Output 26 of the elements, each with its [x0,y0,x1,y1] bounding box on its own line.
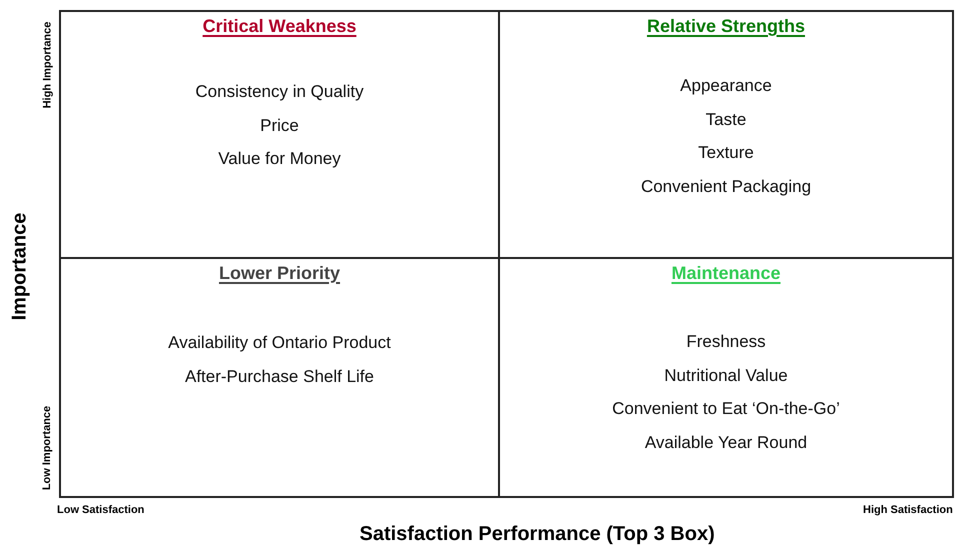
attribute-text: Nutritional Value [664,366,788,384]
quadrant-heading: Relative Strengths [646,16,806,36]
attribute-text: Availability of Ontario Product [168,333,391,352]
quadrant-panel [498,257,954,498]
attribute-text: Consistency in Quality [195,82,364,101]
axis-end-label: High Importance [40,22,53,108]
quadrant-panel [59,257,500,498]
quadrant-panel [498,10,954,259]
quadrant-heading: Critical Weakness [202,16,356,36]
axis-end-label: Low Satisfaction [57,504,144,516]
axis-title: Satisfaction Performance (Top 3 Box) [360,522,715,546]
attribute-text: After-Purchase Shelf Life [185,366,374,386]
quadrant-heading: Lower Priority [218,263,340,283]
attribute-text: Convenient Packaging [640,176,812,196]
quadrant-heading: Maintenance [671,263,781,283]
axis-end-label: Low Importance [41,406,54,490]
attribute-text: Convenient to Eat ‘On-the-Go’ [612,399,840,418]
axis-title: Importance [8,212,32,320]
attribute-text: Price [260,116,299,134]
attribute-text: Available Year Round [644,432,808,452]
quadrant-panel [59,10,500,259]
attribute-text: Appearance [680,76,772,95]
attribute-text: Value for Money [218,149,341,168]
attribute-text: Freshness [686,332,766,351]
attribute-text: Texture [698,143,754,162]
attribute-text: Taste [706,110,746,128]
